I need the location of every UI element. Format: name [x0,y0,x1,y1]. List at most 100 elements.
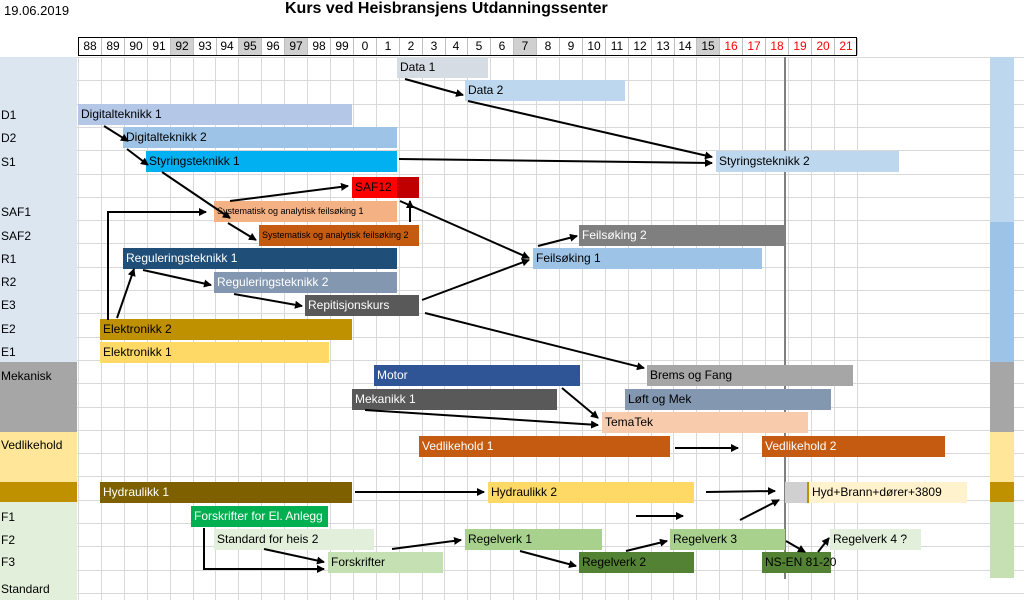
bar-reguleringsteknikk-2: Reguleringsteknikk 2 [214,272,397,293]
bar-tematek: TemaTek [602,412,808,433]
year-cell: 19 [789,38,812,55]
grid-col-line [834,57,835,600]
bar-hydbrann-start [785,482,807,503]
year-cell: 94 [216,38,239,55]
grid-row-line [0,313,1024,314]
arrow-rep-brems [424,312,645,371]
year-cell: 20 [812,38,835,55]
arrow-data1-data2 [404,78,464,97]
grid-col-line [605,57,606,600]
grid-row-line [0,430,1024,431]
grid-row-line [0,593,1024,594]
year-cell: 17 [743,38,766,55]
grid-row-line [0,127,1024,128]
row-label-vedlikehold: Vedlikehold [1,438,63,452]
grid-row-line [0,243,1024,244]
grid-col-line [78,57,79,600]
year-cell: 8 [537,38,560,55]
bar-vedlikehold-2: Vedlikehold 2 [762,436,945,457]
year-cell: 6 [491,38,514,55]
grid-row-line [0,174,1024,175]
grid-col-line [719,57,720,600]
grid-col-line [399,57,400,600]
grid-col-line [536,57,537,600]
page-title: Kurs ved Heisbransjens Utdanningssenter [285,0,608,17]
row-label-mekanisk: Mekanisk [1,369,52,383]
row-label-saf2: SAF2 [1,229,32,243]
year-cell: 16 [720,38,743,55]
arrow-saf1-feil1 [399,200,530,259]
bar-loft-og-mek: Løft og Mek [625,389,831,410]
year-cell: 96 [262,38,285,55]
grid-col-line [742,57,743,600]
row-label-e2: E2 [1,322,16,336]
bar-digitalteknikk-2: Digitalteknikk 2 [123,127,397,148]
arrow-data2-styring2 [467,100,713,160]
row-label-f1: F1 [1,510,16,524]
right-band-6 [990,502,1014,578]
grid-col-line [673,57,674,600]
year-cell: 97 [285,38,308,55]
year-cell: 12 [629,38,652,55]
arrow-motor-tematek [561,387,599,419]
bar-digitalteknikk-1: Digitalteknikk 1 [78,104,352,125]
arrow-standard-forskr [263,548,325,565]
arrow-mek1-tematek [364,409,599,429]
bar-forskrifter: Forskrifter [328,552,443,573]
arrow-regverk3-hydbrann [739,499,780,521]
bar-hydraulikk-1: Hydraulikk 1 [100,482,352,503]
row-label-e3: E3 [1,298,16,312]
grid-col-line [444,57,445,600]
bar-forskrifter-el-anlegg: Forskrifter for El. Anlegg [191,506,328,527]
bar-styringsteknikk-2: Styringsteknikk 2 [716,151,899,172]
row-label-f3: F3 [1,555,16,569]
grid-col-line [696,57,697,600]
bar-mekanikk-1: Mekanikk 1 [352,389,557,410]
year-cell: 1 [377,38,400,55]
row-label-standard: Standard [1,582,50,596]
year-cell: 98 [308,38,331,55]
year-cell: 99 [331,38,354,55]
bar-regelverk-1: Regelverk 1 [465,529,602,550]
bar-elektronikk-1: Elektronikk 1 [100,342,329,363]
bar-data-2: Data 2 [465,80,625,101]
arrow-e2-saf1 [107,208,207,320]
year-cell: 95 [239,38,262,55]
arrow-nsen-regverk4 [817,537,830,553]
year-cell: 14 [674,38,697,55]
arrow-styr1-styr2 [398,158,713,167]
year-cell: 4 [445,38,468,55]
date-label: 19.06.2019 [4,3,70,18]
grid-row-line [0,290,1024,291]
year-cell: 15 [697,38,720,55]
bar-saf2: Systematisk og analytisk feilsøking 2 [259,225,419,246]
bar-saf12-tail [397,177,419,198]
year-cell: 88 [79,38,102,55]
bar-feilsoking-1: Feilsøking 1 [533,248,762,269]
bar-reguleringsteknikk-1: Reguleringsteknikk 1 [123,248,397,269]
year-cell: 21 [835,38,858,55]
bar-hydraulikk-2: Hydraulikk 2 [488,482,694,503]
arrow-styr1-saf1 [161,171,231,219]
right-band-2 [990,222,1014,362]
grid-row-line [0,267,1024,268]
arrow-dig2-styr1 [126,148,149,166]
row-label-r1: R1 [1,252,17,266]
grid-col-line [559,57,560,600]
grid-row-line [0,57,1024,58]
grid-row-line [0,220,1024,221]
right-band-1 [990,57,1014,222]
bar-regelverk-3: Regelverk 3 [670,529,785,550]
grid-col-line [788,57,789,600]
year-cell: 92 [171,38,194,55]
grid-col-line [353,57,354,600]
bar-vedlikehold-1: Vedlikehold 1 [419,436,670,457]
year-cell: 91 [148,38,171,55]
bar-elektronikk-2: Elektronikk 2 [100,319,352,340]
row-label-s1: S1 [1,155,16,169]
current-year-line [784,57,786,579]
grid-col-line [582,57,583,600]
year-cell: 13 [652,38,675,55]
bar-ns-en-81-20: NS-EN 81-20 [762,552,836,573]
